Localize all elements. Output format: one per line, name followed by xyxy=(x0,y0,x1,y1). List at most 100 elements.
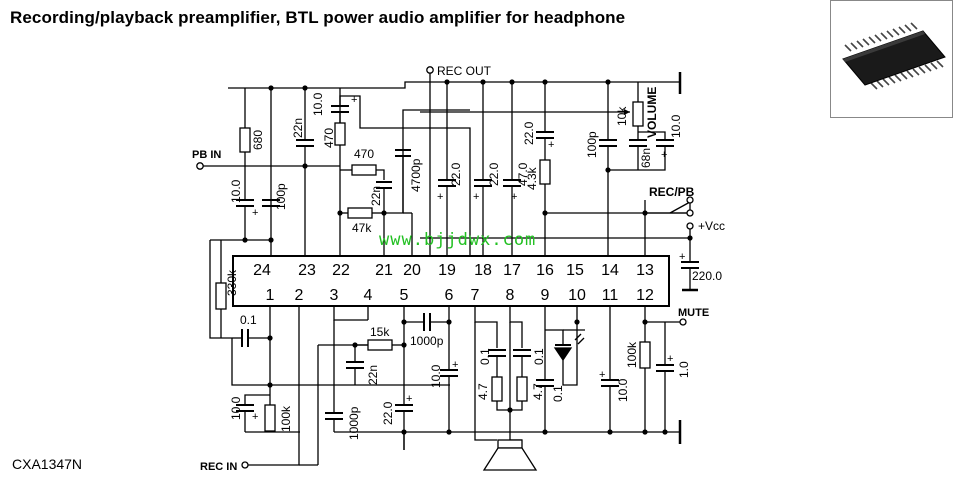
capacitor-10-left xyxy=(236,199,254,240)
resistor-4-7-b-label: 4.7 xyxy=(531,383,545,400)
resistor-470-vertical xyxy=(334,122,346,146)
capacitor-1-0-label: 1.0 xyxy=(677,361,691,378)
capacitor-22n-low-label: 22n xyxy=(366,365,380,385)
capacitor-1000p-vertical xyxy=(325,320,343,432)
pin-19-label: 19 xyxy=(438,262,456,279)
svg-text:+: + xyxy=(667,353,673,365)
resistor-330k-label: 330k xyxy=(225,269,239,296)
capacitor-1000p-horizontal-label: 1000p xyxy=(410,334,444,348)
capacitor-47-pin17-label: 47.0 xyxy=(516,162,530,186)
capacitor-22-low-label: 22.0 xyxy=(381,401,395,425)
bottom-rail-junctions xyxy=(401,429,668,435)
capacitor-22n-low xyxy=(346,345,364,385)
resistor-470-horizontal xyxy=(340,164,385,180)
capacitor-10-bottom-left xyxy=(236,394,270,432)
volume-label: VOLUME xyxy=(645,87,659,138)
vcc-label: +Vcc xyxy=(698,219,725,233)
capacitor-22-pin18-label: 22.0 xyxy=(487,162,501,186)
resistor-100k-right xyxy=(639,341,651,369)
resistor-47k-label: 47k xyxy=(352,221,372,235)
mute-label: MUTE xyxy=(678,307,709,319)
svg-text:+: + xyxy=(437,191,443,203)
pin-24-label: 24 xyxy=(253,262,271,279)
resistor-100k-bottom-left xyxy=(264,404,276,432)
pin-1-label: 1 xyxy=(266,287,275,304)
resistor-4-7-a xyxy=(491,376,503,402)
capacitor-22-pin16-label: 22.0 xyxy=(522,121,536,145)
pb-in-label: PB IN xyxy=(192,149,221,161)
resistor-47k xyxy=(337,207,387,219)
rec-out-label: REC OUT xyxy=(437,64,492,78)
capacitor-47-pin17 xyxy=(503,179,521,256)
top-rail-junctions xyxy=(268,79,611,91)
capacitor-10-bottom-left-label: 10.0 xyxy=(229,396,243,420)
page-title: Recording/playback preamplifier, BTL pow… xyxy=(10,8,626,27)
capacitor-10-pin11-label: 10.0 xyxy=(616,378,630,402)
svg-text:+: + xyxy=(406,393,412,405)
capacitor-22n-mid-label: 22n xyxy=(369,186,383,206)
capacitor-22-pin19-label: 22.0 xyxy=(449,162,463,186)
capacitor-10-volume xyxy=(608,131,674,171)
led-icon xyxy=(544,306,585,380)
capacitor-0-1-led-label: 0.1 xyxy=(551,385,565,402)
resistor-10k-label: 10k xyxy=(615,106,629,126)
capacitor-0-1-pin7-label: 0.1 xyxy=(478,348,492,365)
svg-text:+: + xyxy=(661,149,667,161)
chip-photo-frame xyxy=(830,0,953,118)
svg-text:+: + xyxy=(679,251,685,263)
pin-16-label: 16 xyxy=(536,262,554,279)
pin-8-label: 8 xyxy=(506,287,515,304)
capacitor-0-1-left-label: 0.1 xyxy=(240,313,257,327)
pin-4-label: 4 xyxy=(364,287,373,304)
capacitor-220 xyxy=(681,261,699,292)
capacitor-220-label: 220.0 xyxy=(692,269,722,283)
capacitor-68n xyxy=(629,139,647,170)
resistor-470-vertical-label: 470 xyxy=(322,128,336,148)
pin-6-label: 6 xyxy=(445,287,454,304)
resistor-680-label: 680 xyxy=(251,130,265,150)
capacitor-0-1-pin8 xyxy=(513,349,531,357)
pin-13-label: 13 xyxy=(636,262,654,279)
capacitor-22n-top xyxy=(296,139,314,256)
svg-text:+: + xyxy=(351,94,357,106)
resistor-100k-right-label: 100k xyxy=(625,341,639,368)
pin-15-label: 15 xyxy=(566,262,584,279)
rec-pb-switch[interactable] xyxy=(644,196,694,256)
resistor-15k xyxy=(352,339,404,351)
svg-text:+: + xyxy=(599,369,605,381)
svg-text:+: + xyxy=(252,411,258,423)
resistor-4-3k-label: 4.3k xyxy=(525,166,539,190)
capacitor-4700p-label: 4700p xyxy=(409,158,423,192)
pin-11-label: 11 xyxy=(602,287,619,304)
bottom-ground-rail xyxy=(334,420,682,450)
resistor-4-7-a-label: 4.7 xyxy=(476,383,490,400)
capacitor-68n-label: 68n xyxy=(639,148,653,168)
pin-2-label: 2 xyxy=(295,287,304,304)
capacitor-100p-left-label: 100p xyxy=(274,183,288,210)
svg-text:+: + xyxy=(452,359,458,371)
top-rail-drops xyxy=(244,82,639,256)
resistor-4-3k xyxy=(539,159,551,185)
capacitor-22-pin19 xyxy=(438,179,456,256)
capacitor-22n-mid xyxy=(376,181,392,256)
pin-17-label: 17 xyxy=(503,262,521,279)
svg-text:+: + xyxy=(548,139,554,151)
svg-text:+: + xyxy=(473,191,479,203)
pin-3-label: 3 xyxy=(330,287,339,304)
capacitor-22n-top-label: 22n xyxy=(291,118,305,138)
ic-bottom-pin-labels: 1 2 3 4 5 6 7 8 9 10 11 12 xyxy=(266,287,654,304)
capacitor-10-pin6 xyxy=(440,369,458,432)
ic-top-pin-labels: 24 23 22 21 20 19 18 17 16 15 14 13 xyxy=(253,262,654,279)
pin-23-label: 23 xyxy=(298,262,316,279)
capacitor-0-1-pin8-label: 0.1 xyxy=(532,348,546,365)
volume-potentiometer[interactable] xyxy=(420,101,644,140)
capacitor-22-pin16 xyxy=(536,131,554,160)
pin-10-label: 10 xyxy=(568,287,586,304)
capacitor-22-pin18 xyxy=(474,179,492,256)
resistor-470-horizontal-label: 470 xyxy=(354,147,374,161)
speaker-icon xyxy=(482,439,538,471)
resistor-100k-bottom-left-label: 100k xyxy=(279,405,293,432)
capacitor-0-1-left xyxy=(232,329,270,347)
capacitor-10-left-label: 10.0 xyxy=(229,179,243,203)
